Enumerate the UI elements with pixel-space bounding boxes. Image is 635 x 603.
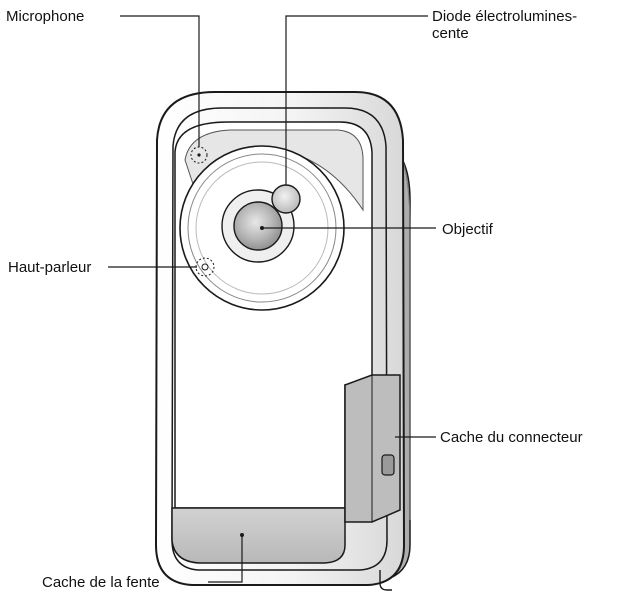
label-cache-connecteur: Cache du connecteur: [440, 429, 583, 446]
lens: [233, 201, 283, 251]
label-cache-fente: Cache de la fente: [42, 574, 160, 591]
leader-microphone: [120, 15, 200, 147]
leader-diode: [285, 15, 428, 185]
slot-cover: [171, 507, 346, 564]
strap-post: [379, 570, 392, 591]
leader-fente: [208, 535, 243, 583]
label-objectif: Objectif: [442, 221, 493, 238]
speaker-inner: [201, 263, 209, 271]
connector-latch: [381, 454, 395, 476]
label-diode: Diode électrolumines- cente: [432, 8, 577, 42]
led: [271, 184, 301, 214]
label-diode-line2: cente: [432, 25, 469, 42]
camera-front-rim: [171, 107, 388, 571]
connector-cover: [344, 374, 401, 523]
leader-fente-dot: [240, 533, 244, 537]
label-diode-line1: Diode électrolumines-: [432, 8, 578, 25]
microphone-dot: [197, 153, 201, 157]
leader-lines: [108, 15, 436, 583]
leader-objectif-dot: [260, 226, 264, 230]
label-microphone: Microphone: [6, 8, 85, 25]
label-haut-parleur: Haut-parleur: [8, 259, 92, 276]
